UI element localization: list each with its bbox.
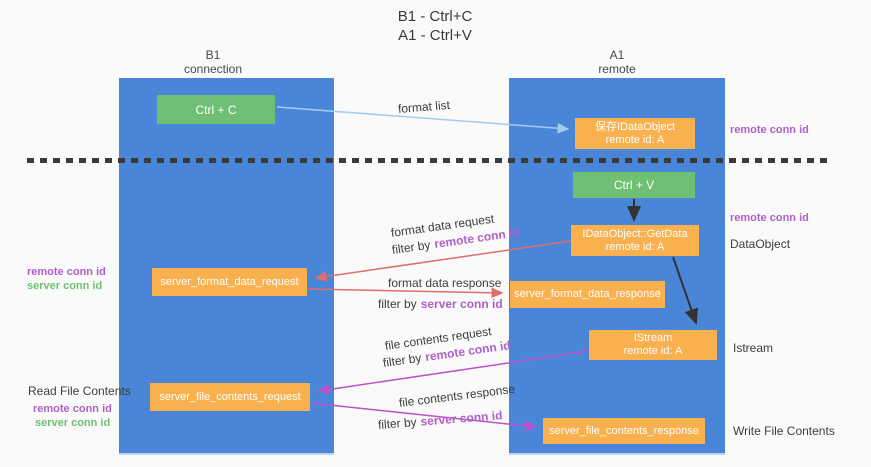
save-idataobject-title: 保存IDataObject (594, 120, 676, 133)
diagram-title: B1 - Ctrl+C A1 - Ctrl+V (330, 7, 540, 45)
server-file-contents-response-label: server_file_contents_response (549, 424, 699, 437)
side-label-server-conn-id-left-1: server conn id (27, 280, 103, 292)
istream-title: IStream (633, 332, 673, 344)
node-save-idataobject: 保存IDataObject remote id: A (575, 118, 695, 149)
save-idataobject-remote-id: remote id: A (605, 133, 665, 146)
side-label-server-conn-id-left-2: server conn id (35, 417, 111, 429)
side-label-dataobject: DataObject (730, 237, 791, 251)
side-label-remote-conn-id-left-2: remote conn id (33, 403, 112, 415)
filter-by-text: filter by (382, 350, 423, 370)
edge-label-file-contents-response: file contents response (398, 381, 516, 410)
server-format-data-response-label: server_format_data_response (514, 288, 661, 300)
server-format-data-request-label: server_format_data_request (160, 275, 299, 288)
getdata-title: IDataObject::GetData (582, 227, 688, 240)
node-server-file-contents-response: server_file_contents_response (543, 418, 705, 444)
side-label-write-file-contents: Write File Contents (733, 424, 835, 438)
istream-remote-id: remote id: A (623, 345, 683, 357)
ctrl-c-label: Ctrl + C (195, 102, 237, 117)
side-label-remote-conn-id-mid: remote conn id (730, 212, 809, 224)
side-label-istream: Istream (733, 341, 774, 355)
server-file-contents-request-label: server_file_contents_request (159, 390, 301, 403)
title-line-1: B1 - Ctrl+C (397, 8, 473, 25)
left-column-name: B1 (205, 48, 221, 62)
side-label-remote-conn-id-top: remote conn id (730, 124, 809, 136)
getdata-remote-id: remote id: A (605, 240, 665, 253)
node-ctrl-v: Ctrl + V (573, 172, 695, 198)
side-label-read-file-contents: Read File Contents (28, 384, 131, 398)
filter-by-text: filter by (378, 297, 417, 311)
filter-by-text: filter by (391, 237, 432, 257)
edge-label-format-list: format list (397, 97, 451, 116)
copy-paste-separator-dashed-line (27, 158, 831, 163)
node-idataobject-getdata: IDataObject::GetData remote id: A (571, 225, 699, 256)
ctrl-v-label: Ctrl + V (613, 178, 655, 192)
server-conn-id-text: server conn id (420, 297, 503, 311)
left-column-role: connection (183, 62, 243, 76)
right-column-role: remote (598, 62, 636, 76)
filter-by-text: filter by (377, 414, 418, 432)
server-conn-id-text: server conn id (420, 408, 503, 429)
edge-label-format-data-response: format data response (388, 276, 502, 290)
node-istream: IStream remote id: A (589, 330, 717, 360)
node-ctrl-c: Ctrl + C (157, 95, 275, 124)
right-column-name: A1 (609, 48, 625, 62)
node-server-file-contents-request: server_file_contents_request (150, 383, 310, 411)
title-line-2: A1 - Ctrl+V (398, 27, 472, 44)
right-column-header: A1 remote (552, 48, 682, 76)
side-label-remote-conn-id-left-1: remote conn id (27, 266, 106, 278)
node-server-format-data-request: server_format_data_request (152, 268, 307, 296)
node-server-format-data-response: server_format_data_response (510, 281, 665, 308)
left-column-header: B1 connection (148, 48, 278, 76)
